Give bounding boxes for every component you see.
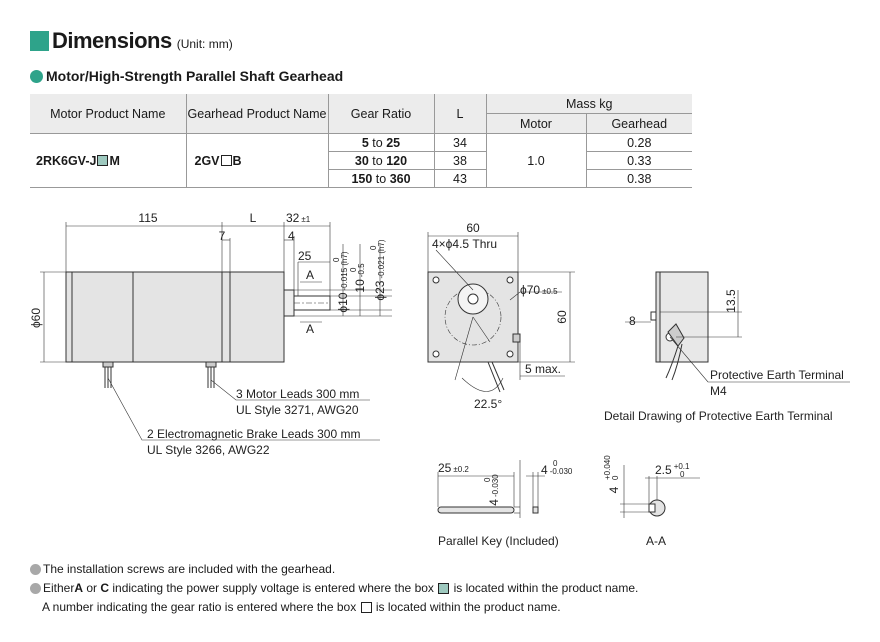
- ratio-box-icon: [220, 154, 232, 166]
- header-mass-gearhead: Gearhead: [586, 113, 692, 134]
- svg-text:4: 4: [607, 486, 621, 493]
- brake-leads-label: 2 Electromagnetic Brake Leads 300 mm: [147, 427, 360, 441]
- header-motor-name: Motor Product Name: [30, 94, 187, 134]
- svg-text:+0.040: +0.040: [603, 455, 612, 480]
- pe-caption: Detail Drawing of Protective Earth Termi…: [604, 409, 833, 423]
- header-mass-motor: Motor: [486, 113, 587, 134]
- svg-text:0: 0: [483, 477, 492, 482]
- note-3: A number indicating the gear ratio is en…: [42, 600, 561, 614]
- svg-text:4-0.030: 4-0.030: [487, 474, 501, 506]
- notes: The installation screws are included wit…: [30, 560, 638, 617]
- header-length: L: [434, 94, 487, 134]
- motor-leads-style: UL Style 3271, AWG20: [236, 403, 359, 417]
- note-2: Either A or C indicating the power suppl…: [30, 579, 638, 598]
- pe-terminal-label: Protective Earth Terminal: [710, 368, 844, 382]
- header-gear-ratio: Gear Ratio: [328, 94, 435, 134]
- dim-front-60: 60: [466, 221, 480, 235]
- key-dim-25: 25±0.2: [438, 461, 469, 475]
- svg-text:0: 0: [349, 267, 358, 272]
- svg-text:0: 0: [369, 245, 378, 250]
- dim-angle: 22.5°: [474, 397, 502, 411]
- section-marker-bottom: A: [306, 322, 314, 336]
- section-aa-drawing: [620, 465, 700, 518]
- aa-dim-2-5-zero: 0: [680, 470, 685, 479]
- pe-detail-drawing: [625, 271, 850, 383]
- aa-dim-2-5: 2.5+0.1: [655, 462, 690, 477]
- svg-text:ϕ10-0.015 (h7): ϕ10-0.015 (h7): [336, 251, 350, 313]
- dim-holes: 4×ϕ4.5 Thru: [432, 237, 497, 251]
- section-title: Motor/High-Strength Parallel Shaft Gearh…: [30, 68, 343, 84]
- ratio-box-icon: [360, 602, 372, 613]
- section-bullet-icon: [30, 69, 43, 83]
- dim-7: 7: [219, 229, 226, 243]
- title-unit: (Unit: mm): [176, 37, 233, 51]
- pe-dim-13-5: 13.5: [724, 289, 738, 313]
- section-marker-top: A: [306, 268, 314, 282]
- front-view-drawing: [427, 232, 575, 393]
- length-cell: 38: [434, 151, 487, 170]
- dim-10: 10-0.5 0: [349, 263, 367, 293]
- gearhead-mass-cell: 0.33: [586, 151, 692, 170]
- page-title: Dimensions (Unit: mm): [30, 28, 233, 54]
- gear-ratio-cell: 150 to 360: [328, 169, 435, 188]
- note-bullet-icon: [30, 583, 41, 594]
- aa-dim-4: 4 +0.040 0: [603, 455, 621, 494]
- svg-text:ϕ23-0.021 (h7): ϕ23-0.021 (h7): [373, 239, 387, 301]
- section-title-text: Motor/High-Strength Parallel Shaft Gearh…: [46, 68, 344, 84]
- key-dim-4w: 4-0.030: [541, 463, 573, 477]
- dim-5-max: 5 max.: [525, 362, 561, 376]
- dim-L: L: [250, 211, 257, 225]
- length-cell: 34: [434, 133, 487, 152]
- gearhead-mass-cell: 0.38: [586, 169, 692, 188]
- dim-115: 115: [138, 211, 157, 225]
- key-dim-4w-zero: 0: [553, 459, 558, 468]
- dim-25: 25: [298, 249, 312, 263]
- side-view-drawing: [40, 222, 392, 441]
- title-marker-icon: [30, 31, 49, 51]
- dim-32: 32±1: [286, 211, 311, 225]
- length-cell: 43: [434, 169, 487, 188]
- key-dim-4h: 4-0.030 0: [483, 474, 501, 506]
- dim-front-60-side: 60: [555, 310, 569, 324]
- dim-boss-dia: ϕ23-0.021 (h7) 0: [369, 239, 387, 301]
- header-mass: Mass kg: [486, 94, 692, 114]
- aa-caption: A-A: [646, 534, 666, 548]
- parallel-key-drawing: [437, 460, 545, 518]
- pe-terminal-m4: M4: [710, 384, 727, 398]
- voltage-box-icon: [438, 583, 450, 594]
- brake-leads-style: UL Style 3266, AWG22: [147, 443, 270, 457]
- svg-text:0: 0: [611, 475, 620, 480]
- dim-shaft-dia: ϕ10-0.015 (h7) 0: [332, 251, 350, 313]
- svg-text:0: 0: [332, 257, 341, 262]
- key-caption: Parallel Key (Included): [438, 534, 559, 548]
- title-text: Dimensions: [52, 28, 172, 53]
- gear-ratio-cell: 30 to 120: [328, 151, 435, 170]
- note-bullet-icon: [30, 564, 41, 575]
- dim-dia-60: ϕ60: [29, 308, 43, 328]
- dim-pcd: ϕ70±0.5: [520, 283, 558, 297]
- spec-table: Motor Product Name Gearhead Product Name…: [30, 94, 692, 188]
- pe-dim-8: 8: [629, 314, 636, 328]
- svg-text:10-0.5: 10-0.5: [353, 263, 367, 293]
- voltage-box-icon: [97, 154, 109, 166]
- motor-mass-cell: 1.0: [486, 133, 587, 188]
- motor-leads-label: 3 Motor Leads 300 mm: [236, 387, 359, 401]
- dim-4: 4: [288, 229, 295, 243]
- gearhead-mass-cell: 0.28: [586, 133, 692, 152]
- gear-ratio-cell: 5 to 25: [328, 133, 435, 152]
- note-1: The installation screws are included wit…: [30, 560, 638, 579]
- header-gearhead-name: Gearhead Product Name: [186, 94, 329, 134]
